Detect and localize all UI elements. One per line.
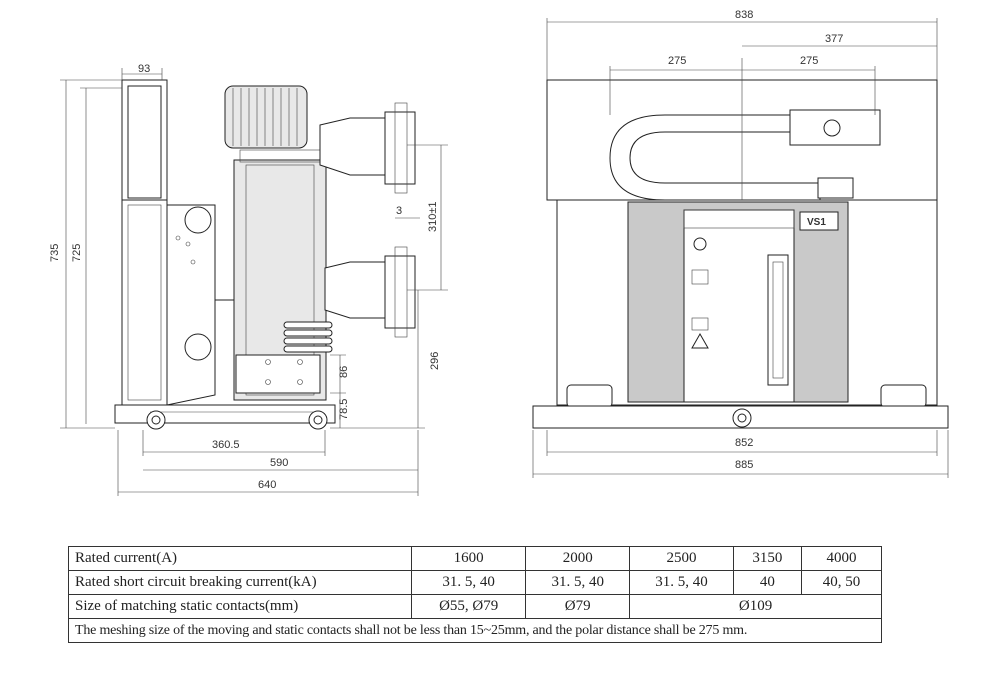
table-note: The meshing size of the moving and stati… xyxy=(68,618,882,643)
side-dim-296: 296 xyxy=(429,352,441,370)
side-dim-640: 640 xyxy=(258,479,276,491)
vs1-badge: VS1 xyxy=(807,217,826,228)
side-dim-360-5: 360.5 xyxy=(212,439,240,451)
table-cell: 4000 xyxy=(800,546,883,571)
table-row: The meshing size of the moving and stati… xyxy=(68,618,882,643)
table-cell: 31. 5, 40 xyxy=(410,570,527,595)
side-dim-725: 725 xyxy=(71,244,83,262)
side-dim-3: 3 xyxy=(396,205,402,217)
front-dim-377: 377 xyxy=(825,33,843,45)
table-cell: 31. 5, 40 xyxy=(629,570,734,595)
table-cell: 40, 50 xyxy=(800,570,883,595)
table-cell: Ø79 xyxy=(525,594,631,619)
row-label: Size of matching static contacts(mm) xyxy=(68,594,412,619)
side-view: 93 735 725 3 310±1 296 86 78.5 360.5 590… xyxy=(49,63,448,496)
side-dim-86: 86 xyxy=(338,366,350,378)
side-dim-735: 735 xyxy=(49,244,61,262)
table-row: Rated current(A) 1600 2000 2500 3150 400… xyxy=(68,546,883,571)
table-cell: 3150 xyxy=(732,546,802,571)
front-view: VS1 838 377 275 275 852 885 xyxy=(532,9,949,478)
table-cell: Ø109 xyxy=(629,594,882,619)
front-dim-275-left: 275 xyxy=(668,55,686,67)
table-cell: 31. 5, 40 xyxy=(525,570,631,595)
front-dim-885: 885 xyxy=(735,459,753,471)
table-cell: 2000 xyxy=(525,546,631,571)
technical-drawing: 93 735 725 3 310±1 296 86 78.5 360.5 590… xyxy=(49,9,949,496)
side-dim-310: 310±1 xyxy=(427,201,439,232)
row-label: Rated short circuit breaking current(kA) xyxy=(68,570,412,595)
row-label: Rated current(A) xyxy=(68,546,412,571)
front-dim-852: 852 xyxy=(735,437,753,449)
table-cell: 2500 xyxy=(629,546,734,571)
spec-table: Rated current(A) 1600 2000 2500 3150 400… xyxy=(68,546,883,643)
table-cell: Ø55, Ø79 xyxy=(410,594,527,619)
table-row: Rated short circuit breaking current(kA)… xyxy=(68,570,883,595)
side-dim-590: 590 xyxy=(270,457,288,469)
side-dim-78-5: 78.5 xyxy=(338,399,350,420)
table-row: Size of matching static contacts(mm) Ø55… xyxy=(68,594,882,619)
side-dim-93: 93 xyxy=(138,63,150,75)
front-dim-838: 838 xyxy=(735,9,753,21)
front-dim-275-right: 275 xyxy=(800,55,818,67)
table-cell: 40 xyxy=(732,570,802,595)
table-cell: 1600 xyxy=(410,546,527,571)
